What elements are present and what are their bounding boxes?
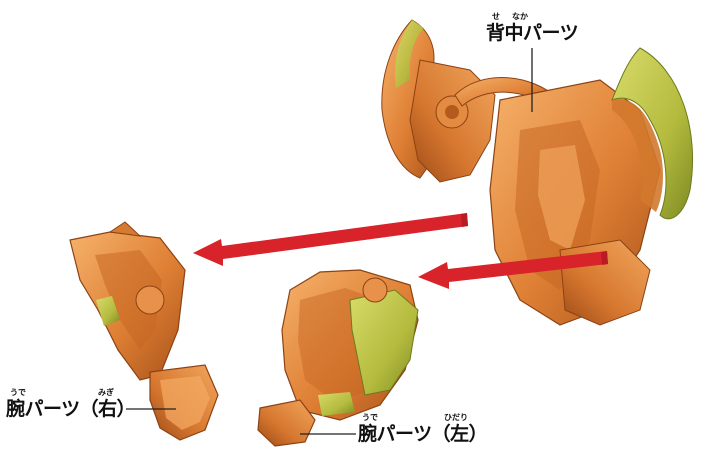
ruby-naka: なか [512, 13, 528, 21]
label-back-part: せ なか 背中パーツ [486, 24, 578, 43]
label-arm-right: うで みぎ 腕パーツ（右） [6, 400, 135, 419]
ruby-migi: みぎ [98, 389, 114, 397]
label-arm-left: うで ひだり 腕パーツ（左） [358, 425, 487, 444]
label-arm-left-text: 腕パーツ（左） [358, 423, 487, 445]
ruby-hidari: ひだり [444, 414, 468, 422]
label-arm-right-text: 腕パーツ（右） [6, 398, 135, 420]
ruby-ude-left: うで [362, 414, 378, 422]
arrow-upper [193, 213, 468, 266]
ruby-ude-right: うで [10, 389, 26, 397]
arm-left-figure [258, 270, 418, 446]
label-back-part-text: 背中パーツ [486, 22, 578, 44]
ruby-se: せ [492, 13, 500, 21]
